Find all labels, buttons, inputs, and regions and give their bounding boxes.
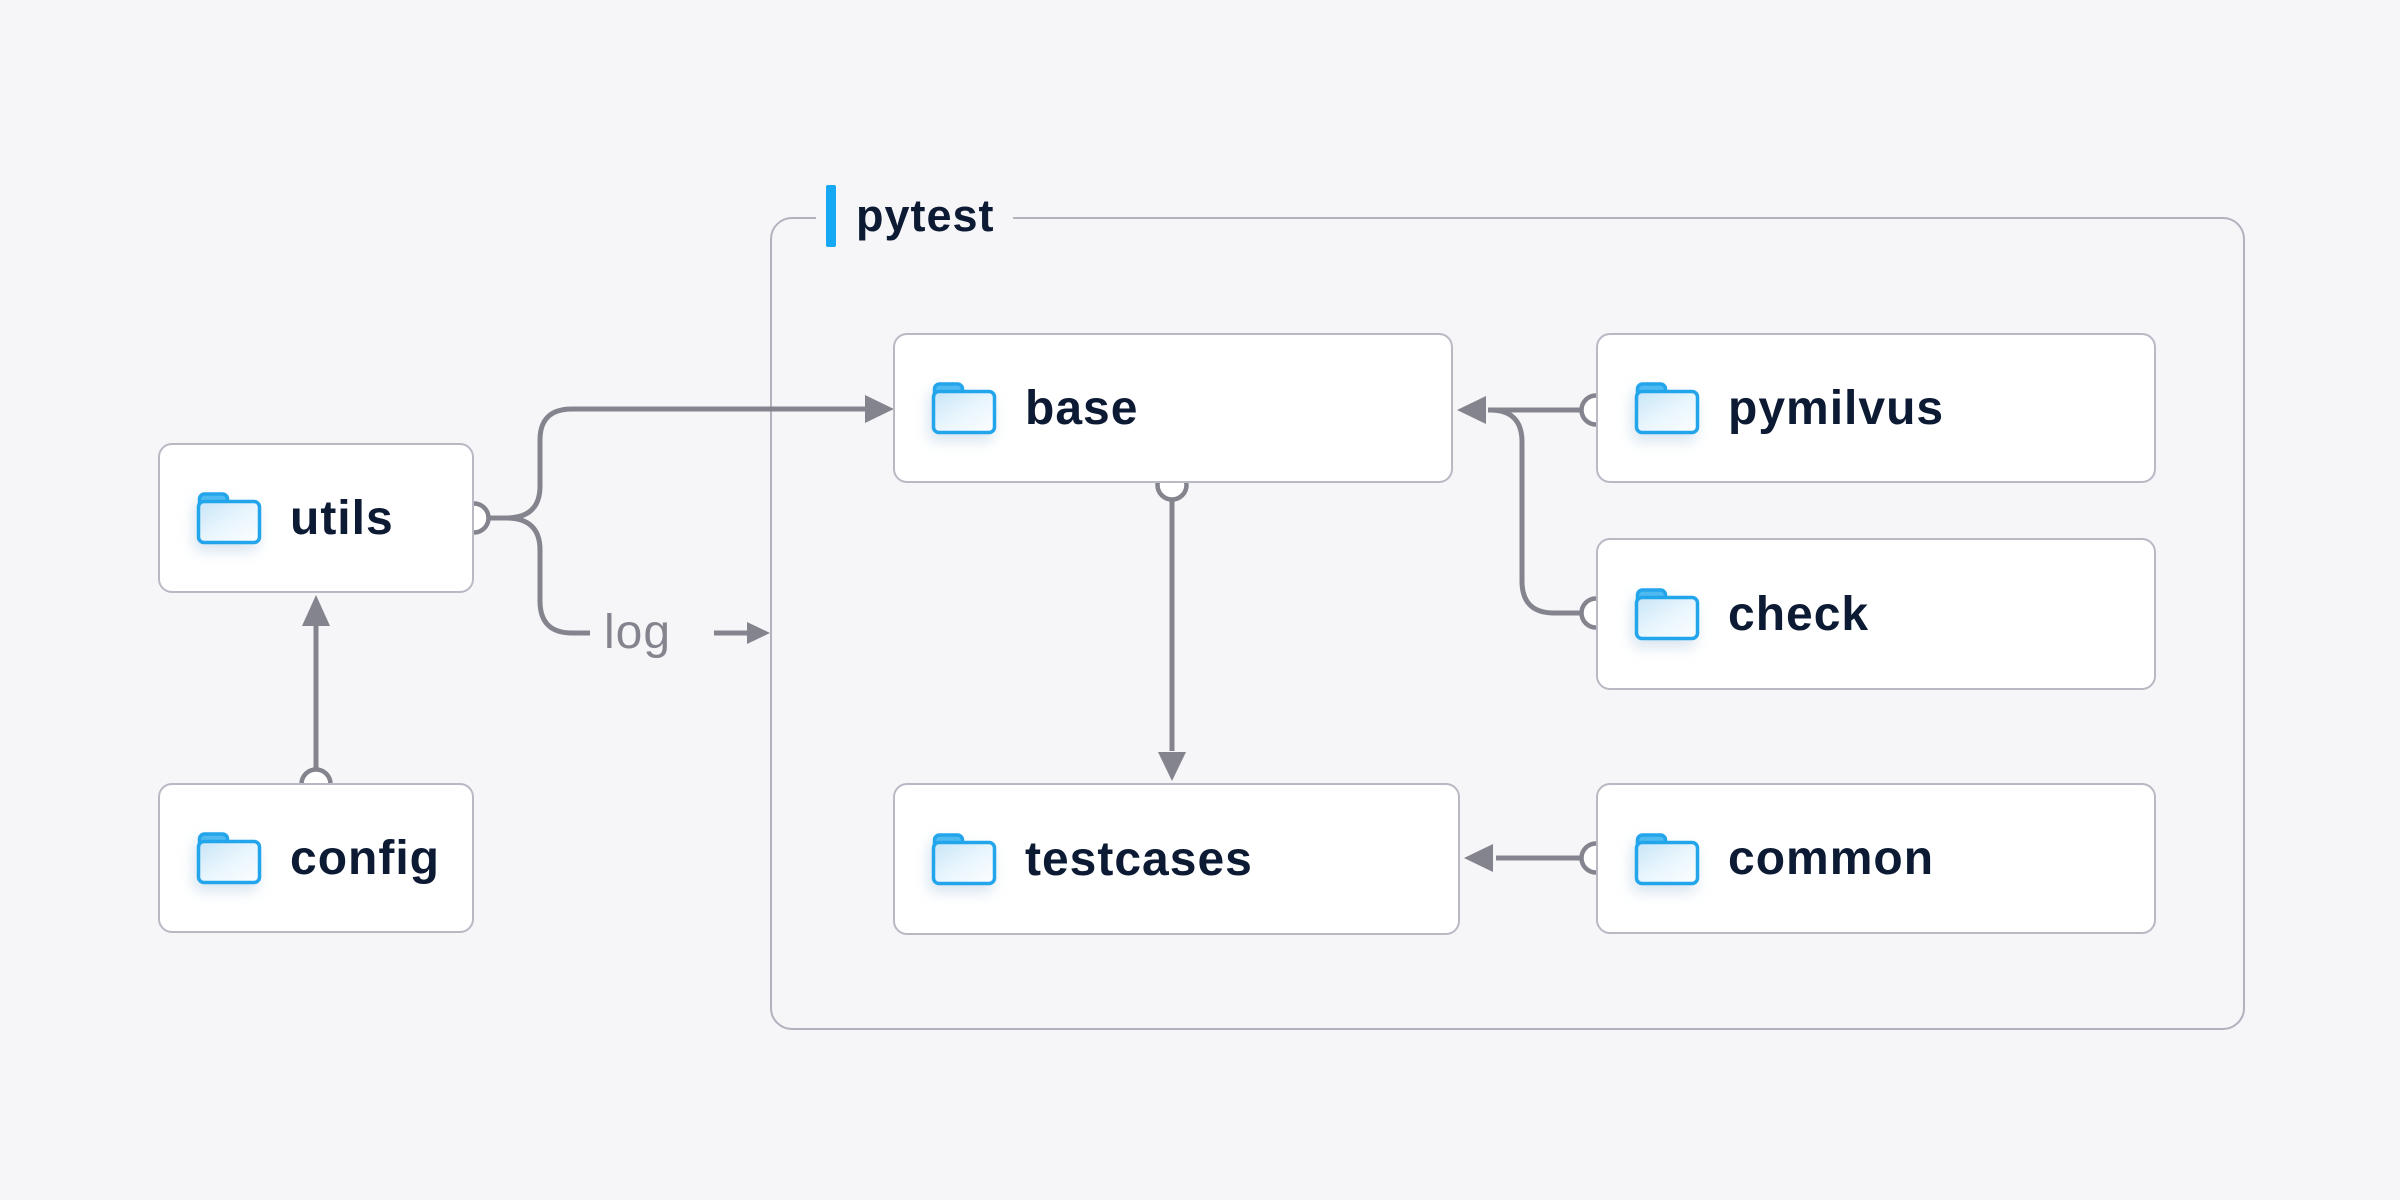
node-common: common [1596, 783, 2156, 934]
node-testcases: testcases [893, 783, 1460, 935]
folder-icon [196, 832, 262, 885]
edge-utils-log [488, 515, 590, 636]
edge-label-log: log [604, 606, 672, 659]
folder-icon [196, 492, 262, 545]
folder-icon [931, 382, 997, 435]
pytest-group-border [770, 217, 2245, 1030]
group-label-text: pytest [856, 190, 995, 241]
pytest-group-label: pytest [816, 183, 1013, 249]
node-config: config [158, 783, 474, 933]
folder-icon [1634, 832, 1700, 885]
node-label: base [1025, 381, 1139, 435]
arrowhead-log-into-group [747, 622, 770, 644]
node-label: utils [290, 491, 394, 545]
node-pymilvus: pymilvus [1596, 333, 2156, 483]
folder-icon [1634, 588, 1700, 641]
node-label: testcases [1025, 832, 1253, 886]
label-accent-bar [826, 185, 836, 247]
node-check: check [1596, 538, 2156, 690]
folder-icon [1634, 382, 1700, 435]
node-label: config [290, 831, 440, 885]
node-label: pymilvus [1728, 381, 1945, 435]
node-utils: utils [158, 443, 474, 593]
node-label: common [1728, 832, 1935, 885]
folder-icon [931, 833, 997, 886]
arrowhead-into-utils [302, 595, 330, 626]
node-base: base [893, 333, 1453, 483]
node-label: check [1728, 587, 1870, 641]
